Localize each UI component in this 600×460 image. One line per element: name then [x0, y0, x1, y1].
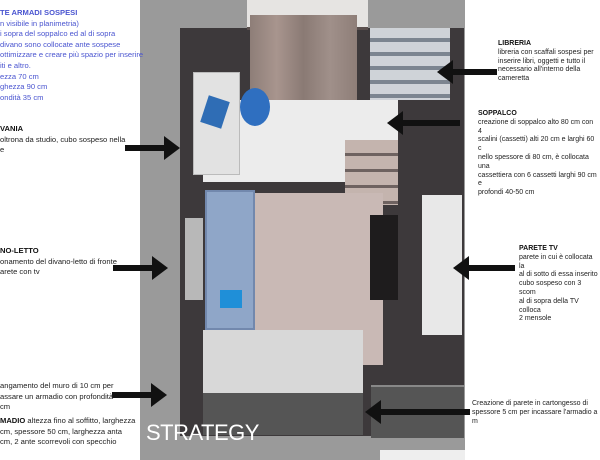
bottom-strip [380, 450, 465, 460]
note-line: assare un armadio con profondità [0, 391, 114, 401]
note-line: scalini (cassetti) alti 20 cm e larghi 6… [478, 136, 595, 153]
note-line: creazione di soppalco alto 80 cm con 4 [478, 118, 594, 135]
note-line: divano sono collocate ante sospese [0, 39, 121, 49]
note-line: inserire libri, oggetti e tutto il [498, 57, 586, 65]
bookshelf [370, 28, 450, 100]
note-line: i sopra del soppalco ed al di sopra [0, 29, 116, 39]
note-title: LIBRERIA [498, 40, 532, 47]
note-line: cassettiera con 6 cassetti larghi 90 cm … [478, 171, 597, 188]
note-parete-tv: PARETE TV parete in cui è collocata la a… [519, 245, 598, 324]
chair [240, 88, 270, 126]
arrow-libreria [437, 60, 497, 84]
note-line: cubo sospeso con 3 scom [519, 280, 582, 296]
note-libreria: LIBRERIA libreria con scaffali sospesi p… [498, 40, 598, 84]
note-cartongesso: Creazione di parete in cartongesso di sp… [472, 400, 598, 426]
note-line: oltrona da studio, cubo sospeso nella [0, 134, 126, 144]
note-line: profondi 40-50 cm [478, 189, 535, 197]
note-muro: angamento del muro di 10 cm per assare u… [0, 381, 114, 413]
note-line: 2 mensole [519, 315, 552, 323]
note-line: cm, 2 ante scorrevoli con specchio [0, 437, 117, 447]
plan-title: STRATEGY [146, 420, 259, 445]
note-line: al di sopra della TV colloca [519, 297, 579, 314]
note-line: n visibile in planimetria) [0, 18, 79, 28]
note-title: VANIA [0, 124, 24, 133]
note-line: ondità 35 cm [0, 92, 44, 102]
note-line: Creazione di parete in cartongesso di [472, 400, 588, 407]
arrow-cartongesso [365, 400, 470, 424]
note-line: cm, spessore 50 cm, larghezza anta [0, 426, 122, 436]
note-line: arete con tv [0, 267, 40, 277]
note-line: cameretta [498, 75, 530, 83]
floor-plan: STRATEGY [140, 0, 465, 460]
arrow-parete-tv [453, 256, 515, 280]
rug [185, 218, 203, 300]
arrow-soppalco [387, 111, 460, 135]
note-line: angamento del muro di 10 cm per [0, 381, 114, 390]
note-title: TE ARMADI SOSPESI [0, 8, 78, 17]
note-divano-letto: NO-LETTO onamento del divano-letto di fr… [0, 246, 117, 278]
note-line: iti e altro. [0, 60, 31, 70]
note-line: ottimizzare e creare più spazio per inse… [0, 50, 144, 60]
arrow-scrivania [125, 136, 180, 160]
note-title: MADIO [0, 416, 26, 425]
note-line: ghezza 90 cm [0, 82, 48, 92]
wardrobe [203, 330, 363, 435]
arrow-divano [113, 256, 168, 280]
note-line: al di sotto di essa inserito [519, 271, 598, 279]
cushion [220, 290, 242, 308]
note-armadi-sospesi: TE ARMADI SOSPESI n visibile in planimet… [0, 8, 143, 103]
note-line: altezza fino al soffitto, larghezza [25, 416, 136, 425]
arrow-muro [112, 383, 167, 407]
note-line: cm [0, 402, 11, 412]
note-line: parete in cui è collocata la [519, 253, 593, 270]
tv-stand [370, 215, 398, 300]
note-title: NO-LETTO [0, 246, 39, 255]
note-title: PARETE TV [519, 245, 558, 252]
note-line: spessore 5 cm per incassare l'armadio a … [472, 408, 598, 425]
note-line: e [0, 145, 5, 155]
note-line: libreria con scaffali sospesi per [498, 48, 594, 56]
note-scrivania: VANIA oltrona da studio, cubo sospeso ne… [0, 124, 125, 156]
note-armadio: MADIO altezza fino al soffitto, larghezz… [0, 416, 135, 448]
sofa [205, 190, 255, 330]
note-line: nello spessore di 80 cm, è collocata una [478, 153, 589, 170]
note-line: ezza 70 cm [0, 71, 39, 81]
note-soppalco: SOPPALCO creazione di soppalco alto 80 c… [478, 110, 598, 198]
note-line: onamento del divano-letto di fronte [0, 256, 117, 266]
note-line: necessario all'interno della [498, 66, 581, 74]
note-title: SOPPALCO [478, 110, 517, 117]
